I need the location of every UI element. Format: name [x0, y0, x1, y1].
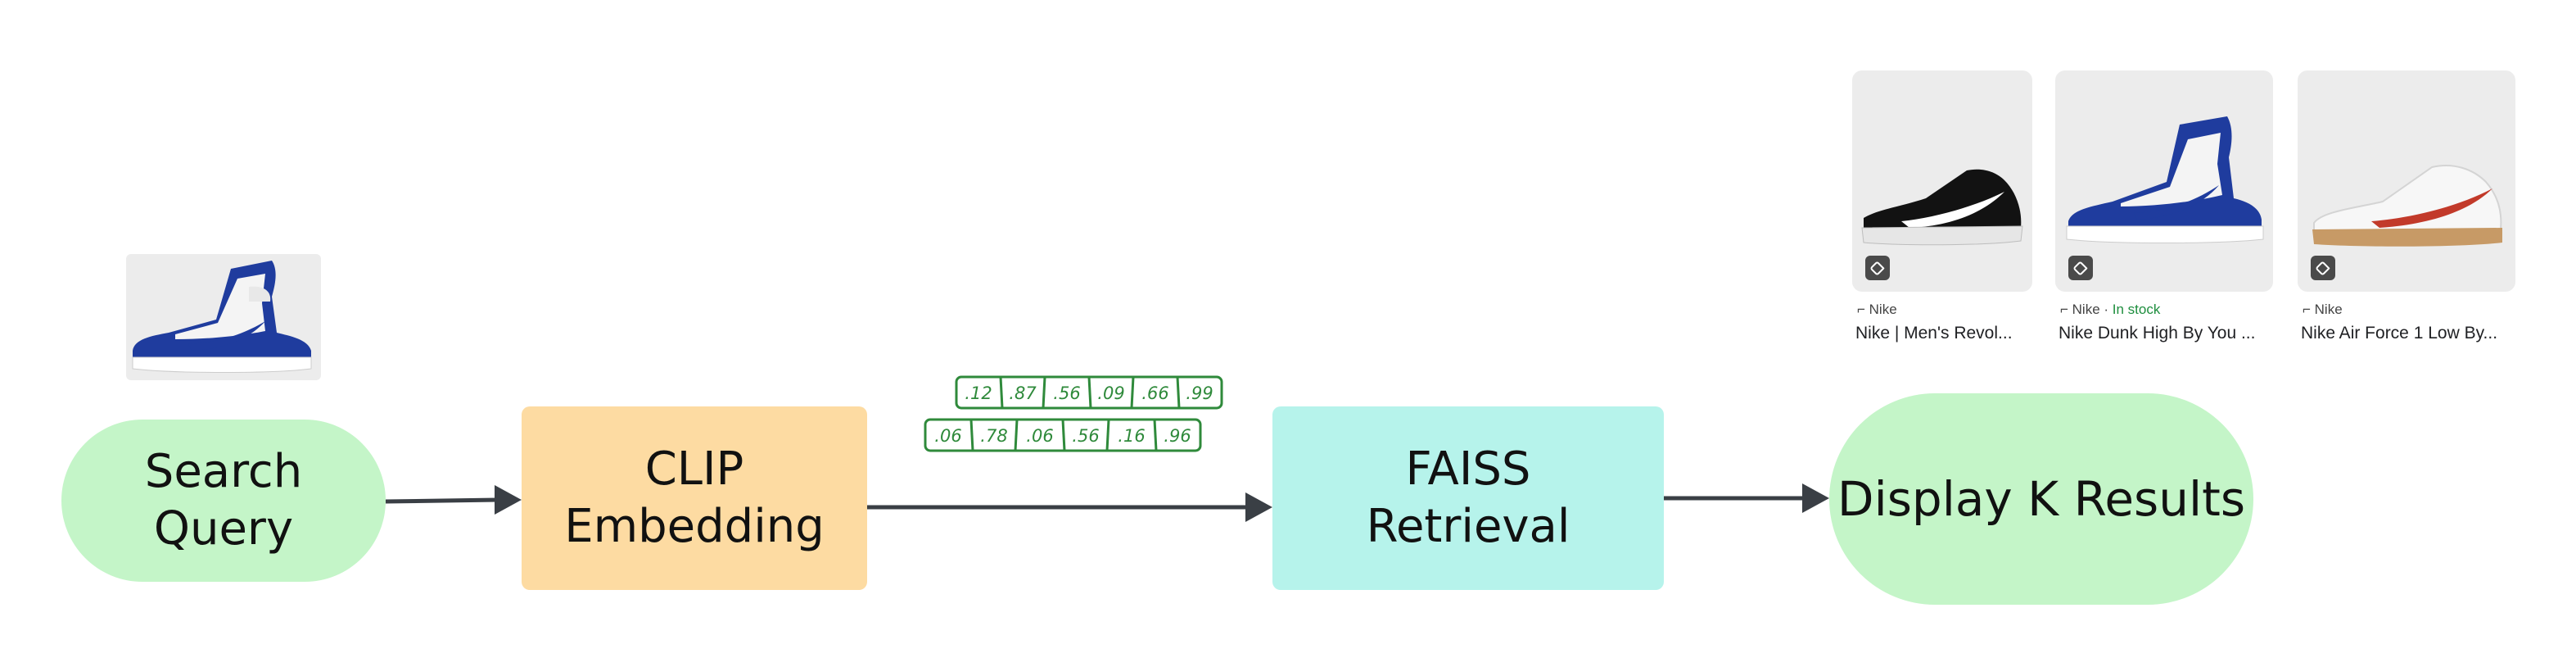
search-query-label: Search Query	[144, 445, 303, 556]
display-results-node: Display K Results	[1829, 393, 2253, 605]
vector-cell-divider	[1105, 419, 1110, 451]
vector-value: .99	[1186, 383, 1213, 403]
search-query-node: Search Query	[61, 420, 386, 582]
vector-value: .06	[934, 426, 961, 446]
vector-value: .16	[1118, 426, 1145, 446]
embedding-vectors: .12 .87 .56 .09 .66 .99 .06 .78 .06 .56 .16 .96	[924, 375, 1223, 452]
white-low-sneaker-icon	[2312, 165, 2502, 247]
result-image-2[interactable]	[2055, 70, 2273, 292]
vector-cell-divider	[969, 419, 974, 451]
faiss-retrieval-node: FAISS Retrieval	[1272, 406, 1664, 590]
result-image-1[interactable]	[1852, 70, 2032, 292]
result-2-title[interactable]: Nike Dunk High By You ...	[2059, 324, 2256, 343]
blue-high-top-sneaker-icon	[2066, 116, 2264, 243]
brand-logo-icon: ⌐	[1857, 302, 1869, 317]
arrow-query-to-clip-head	[495, 485, 522, 515]
vector-value: .09	[1097, 383, 1124, 403]
blue-high-top-sneaker-icon	[132, 261, 312, 373]
vector-value: .78	[980, 426, 1007, 446]
arrow-query-to-clip	[385, 497, 499, 504]
vector-cell-divider	[1130, 376, 1135, 409]
vector-value: .56	[1072, 426, 1099, 446]
faiss-retrieval-label: FAISS Retrieval	[1366, 442, 1570, 553]
price-tag-icon	[2068, 256, 2093, 280]
result-3-title[interactable]: Nike Air Force 1 Low By...	[2301, 324, 2498, 343]
vector-value: .56	[1053, 383, 1080, 403]
vector-cell-divider	[1014, 419, 1019, 451]
vector-cell-divider	[1153, 419, 1158, 451]
black-running-shoe-icon	[1861, 169, 2023, 246]
brand-logo-icon: ⌐	[2303, 302, 2315, 317]
clip-embedding-node: CLIP Embedding	[522, 406, 867, 590]
result-3-brand: Nike	[2314, 302, 2343, 317]
vector-value: .87	[1009, 383, 1037, 403]
vector-cell-divider	[1042, 376, 1046, 409]
vector-cell-divider	[999, 376, 1004, 409]
result-3-meta: ⌐ Nike	[2303, 302, 2343, 318]
arrow-faiss-to-display-head	[1802, 483, 1829, 513]
vector-value: .96	[1164, 426, 1191, 446]
result-2-meta: ⌐ Nike · In stock	[2060, 302, 2161, 317]
price-tag-icon	[2311, 256, 2335, 280]
vector-cell-divider	[1087, 376, 1092, 409]
brand-logo-icon: ⌐	[2060, 302, 2072, 317]
clip-embedding-label: CLIP Embedding	[564, 442, 825, 553]
vector-value: .66	[1141, 383, 1168, 403]
vector-cell-divider	[1176, 376, 1181, 409]
price-tag-icon	[1865, 256, 1890, 280]
display-results-label: Display K Results	[1837, 470, 2246, 527]
result-2-brand: Nike	[2072, 302, 2100, 317]
result-2-availability: In stock	[2112, 302, 2161, 317]
result-1-meta: ⌐ Nike	[1857, 302, 1897, 318]
result-1-title[interactable]: Nike | Men's Revol...	[1855, 324, 2013, 343]
vector-value: .06	[1026, 426, 1053, 446]
vector-value: .12	[965, 383, 992, 403]
result-image-3[interactable]	[2298, 70, 2515, 292]
query-sneaker-image	[126, 254, 321, 380]
vector-cell-divider	[1061, 419, 1066, 451]
arrow-clip-to-faiss-head	[1245, 492, 1272, 522]
result-1-brand: Nike	[1869, 302, 1897, 317]
